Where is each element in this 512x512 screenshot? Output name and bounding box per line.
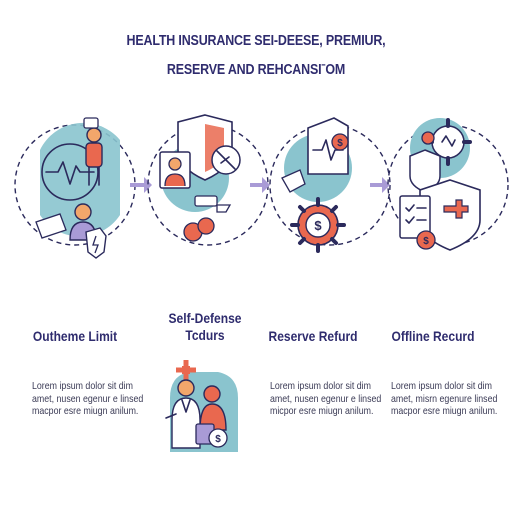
step-1-description-line: macpor esre miugn anilum. xyxy=(32,405,139,417)
diagram-title-line-2: RESERVE AND REHCANSIˉOM xyxy=(166,62,346,78)
step-3-description: Lorem ipsum dolor sit dim amet, nusen eg… xyxy=(270,380,381,418)
step-4-description-line: Lorem ipsum dolor sit dim xyxy=(391,380,492,392)
diagram-title-line-1: HEALTH INSURANCE SEI-DEESE, PREMIUR, xyxy=(126,33,386,49)
step-3-title: Reserve Refurd xyxy=(268,328,358,344)
flow-arrow-icon xyxy=(370,177,390,193)
step-1-description-line: amet, nusen egenur e linsed xyxy=(32,392,144,405)
step-1-description-line: Lorem ipsum dolor sit dim xyxy=(32,380,133,392)
step-4-description-line: amet, misrn egenure linsed xyxy=(391,392,498,405)
doctor-family-icon: $ xyxy=(165,360,238,452)
flow-arrow-icon xyxy=(130,177,152,193)
svg-text:$: $ xyxy=(337,138,343,149)
step-4-description-line: macpor esre miugn anilum. xyxy=(391,405,498,417)
step-4-description: Lorem ipsum dolor sit dim amet, misrn eg… xyxy=(391,380,497,418)
step-2-title: Self-Defense Tcdurs xyxy=(149,310,261,344)
shield-person-icon xyxy=(147,114,269,246)
svg-text:$: $ xyxy=(314,218,322,233)
gear-dollar-icon: $ $ xyxy=(269,117,391,253)
step-4-title: Offline Recurd xyxy=(391,328,475,344)
step-2-title-line-1: Self-Defense xyxy=(168,310,242,326)
svg-text:$: $ xyxy=(423,236,429,247)
step-1-title: Outheme Limit xyxy=(32,328,118,344)
shield-checklist-icon: $ xyxy=(387,118,509,251)
svg-text:$: $ xyxy=(215,434,221,445)
heart-rate-family-icon xyxy=(14,117,136,259)
step-3-description-line: Lorem ipsum dolor sit dim xyxy=(270,380,371,392)
step-3-description-line: micpor esre miugn anilum. xyxy=(270,405,374,417)
step-3-description-line: amet, nusen egenur e linsed xyxy=(270,392,382,405)
flow-arrow-icon xyxy=(250,177,270,193)
step-1-description: Lorem ipsum dolor sit dim amet, nusen eg… xyxy=(32,380,143,418)
step-2-title-line-2: Tcdurs xyxy=(185,327,225,343)
